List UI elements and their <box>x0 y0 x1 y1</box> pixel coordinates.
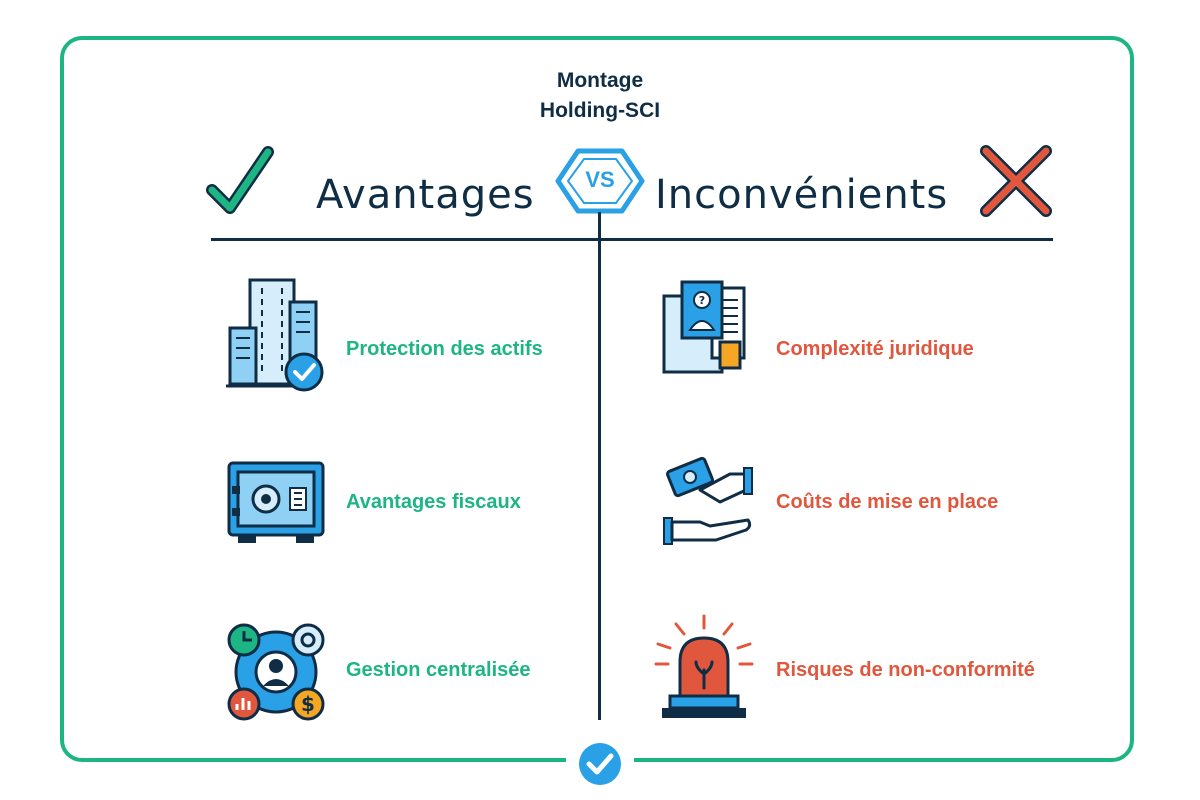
disadvantage-3-label: Risques de non-conformité <box>776 659 1035 681</box>
disadvantage-2-label: Coûts de mise en place <box>776 491 999 513</box>
title-line-2: Holding-SCI <box>539 99 661 122</box>
page-title: Montage Holding-SCI <box>450 66 750 126</box>
check-mark-icon <box>206 146 274 214</box>
title-line-1: Montage <box>556 69 644 92</box>
header-divider <box>211 238 1053 241</box>
legal-documents-icon: ? <box>662 280 746 374</box>
disadvantage-1-label: Complexité juridique <box>776 338 974 360</box>
column-divider <box>598 212 601 720</box>
header-disadvantages: Inconvénients <box>655 172 949 218</box>
svg-text:$: $ <box>301 692 315 716</box>
header-advantages: Avantages <box>316 172 535 218</box>
advantage-1-label: Protection des actifs <box>346 338 543 360</box>
management-hub-icon: $ <box>227 623 325 721</box>
buildings-check-icon <box>226 278 324 392</box>
vs-badge-icon <box>555 148 645 214</box>
advantage-2-label: Avantages fiscaux <box>346 491 521 513</box>
svg-text:?: ? <box>699 294 705 307</box>
money-hands-icon <box>663 456 753 545</box>
verified-badge-icon <box>579 743 621 785</box>
vs-label: VS <box>585 167 615 192</box>
advantage-3-label: Gestion centralisée <box>346 659 531 681</box>
alarm-siren-icon <box>654 614 754 718</box>
cross-mark-icon <box>980 145 1052 217</box>
safe-icon <box>227 461 325 543</box>
